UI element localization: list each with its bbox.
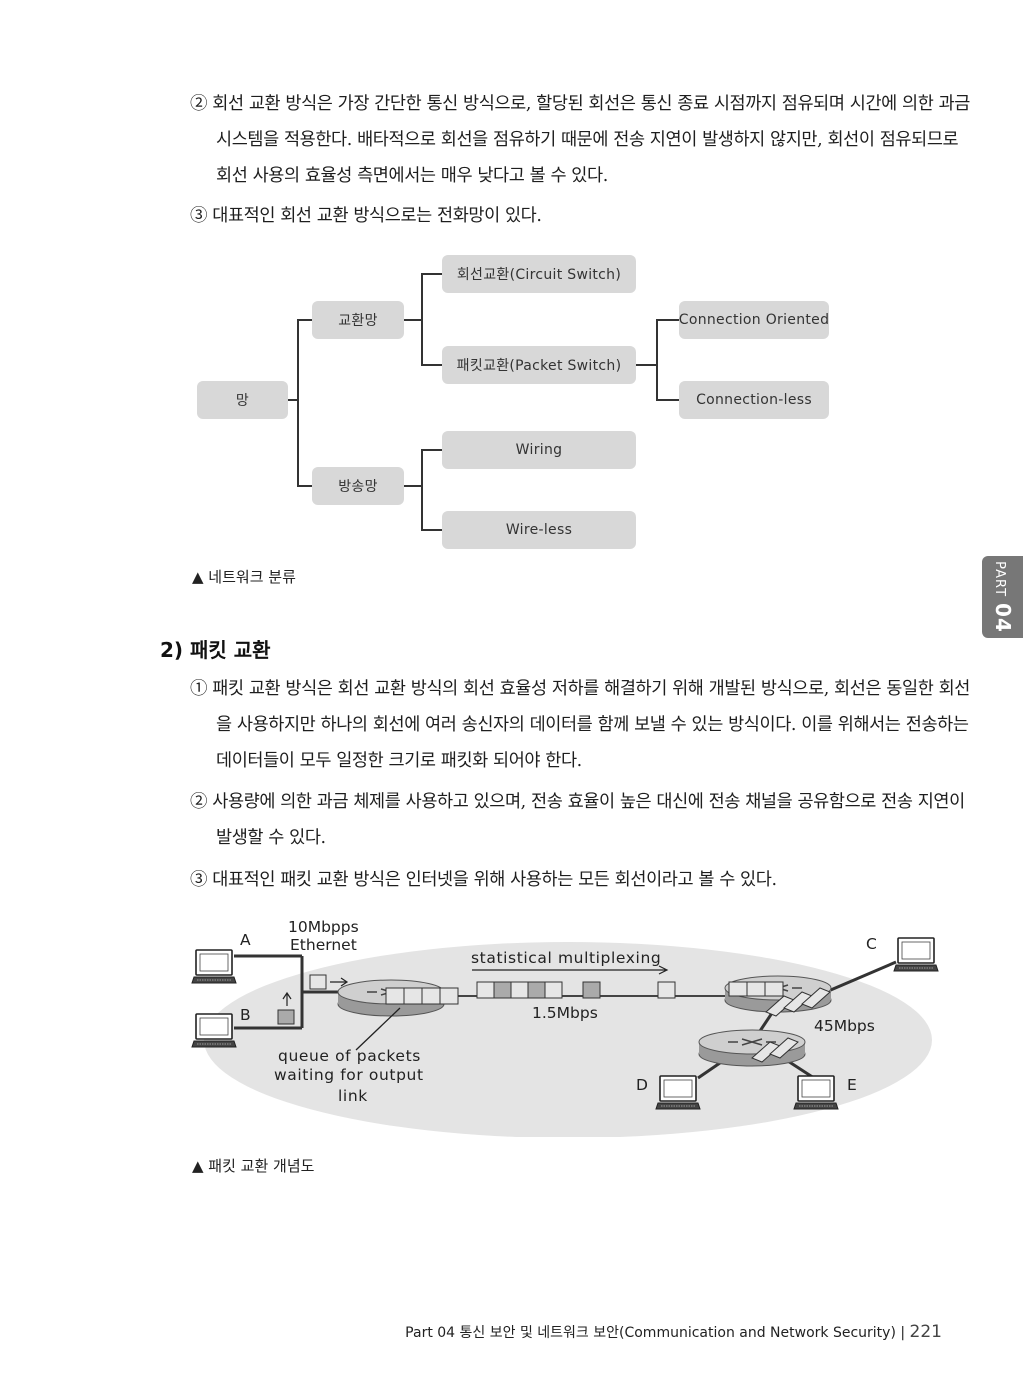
tree-connector [421,529,442,531]
tree-node-circuit: 회선교환(Circuit Switch) [442,255,636,293]
tree-connector [297,319,312,321]
label-1-5mbps: 1.5Mbps [532,1004,598,1022]
paragraph-circuit-3: ③ 대표적인 회선 교환 방식으로는 전화망이 있다. [190,206,542,226]
packet-queue [728,981,831,1063]
packet-b [277,1009,295,1025]
label-host-d: D [636,1076,648,1094]
multiplexed-packets [476,981,676,999]
tree-connector [421,449,442,451]
label-queue-1: queue of packets [278,1047,421,1065]
tree-node-packet: 패킷교환(Packet Switch) [442,346,636,384]
queue-pointer [355,1007,401,1051]
paragraph-packet-3: ③ 대표적인 패킷 교환 방식은 인터넷을 위해 사용하는 모든 회선이라고 볼… [190,870,777,890]
figure-caption-network: ▲ 네트워크 분류 [192,568,296,586]
tree-connector [421,449,423,531]
laptop-icon-b [191,1013,237,1048]
tree-node-connless: Connection-less [679,381,829,419]
arrow-icon [472,965,669,975]
label-queue-3: link [338,1087,368,1105]
label-45mbps: 45Mbps [814,1017,875,1035]
tree-connector [656,319,679,321]
tree-connector [636,364,657,366]
part-tab-number: 04 [990,603,1015,633]
laptop-icon-d [655,1075,701,1110]
label-host-c: C [866,935,877,953]
link-c [825,960,897,994]
tree-connector [297,319,299,487]
part-side-tab: PART 04 [982,556,1023,638]
section-heading: 2) 패킷 교환 [160,638,271,662]
packet-a [309,974,327,990]
label-queue-2: waiting for output [274,1066,424,1084]
tree-connector [404,485,422,487]
tree-connector [297,485,312,487]
paragraph-packet-2: ② 사용량에 의한 과금 체제를 사용하고 있으며, 전송 효율이 높은 대신에… [190,792,965,848]
footer-separator: | [900,1325,906,1341]
tree-node-oriented: Connection Oriented [679,301,829,339]
label-host-e: E [847,1076,857,1094]
figure-caption-packet: ▲ 패킷 교환 개념도 [192,1157,315,1175]
arrow-icon [330,977,349,987]
paragraph-packet-1: ① 패킷 교환 방식은 회선 교환 방식의 회선 효율성 저하를 해결하기 위해… [190,679,970,771]
label-ethernet: Ethernet [290,936,357,954]
label-host-a: A [240,931,251,949]
packet-queue [385,987,459,1005]
tree-connector [288,399,298,401]
label-host-b: B [240,1006,251,1024]
tree-node-network: 망 [197,381,288,419]
page-footer: Part 04 통신 보안 및 네트워크 보안(Communication an… [405,1322,942,1342]
tree-connector [421,273,442,275]
tree-connector [421,364,442,366]
tree-node-broadcast: 방송망 [312,467,404,505]
page-number: 221 [909,1322,942,1342]
tree-node-switched: 교환망 [312,301,404,339]
part-tab-label: PART [991,561,1007,598]
tree-connector [404,319,422,321]
footer-title: Part 04 통신 보안 및 네트워크 보안(Communication an… [405,1325,896,1341]
laptop-icon-e [793,1075,839,1110]
tree-node-wiring: Wiring [442,431,636,469]
tree-node-wireless: Wire-less [442,511,636,549]
laptop-icon-c [893,937,939,972]
tree-connector [656,319,658,401]
tree-connector [421,273,423,365]
laptop-icon-a [191,949,237,984]
packet-switching-diagram: 10Mbpps Ethernet A B C D E statistical m… [191,918,939,1137]
label-stat-mux: statistical multiplexing [471,949,661,967]
arrow-icon [282,991,292,1006]
tree-connector [656,399,679,401]
paragraph-circuit-2: ② 회선 교환 방식은 가장 간단한 통신 방식으로, 할당된 회선은 통신 종… [190,94,970,186]
label-speed-10mbpps: 10Mbpps [288,918,359,936]
